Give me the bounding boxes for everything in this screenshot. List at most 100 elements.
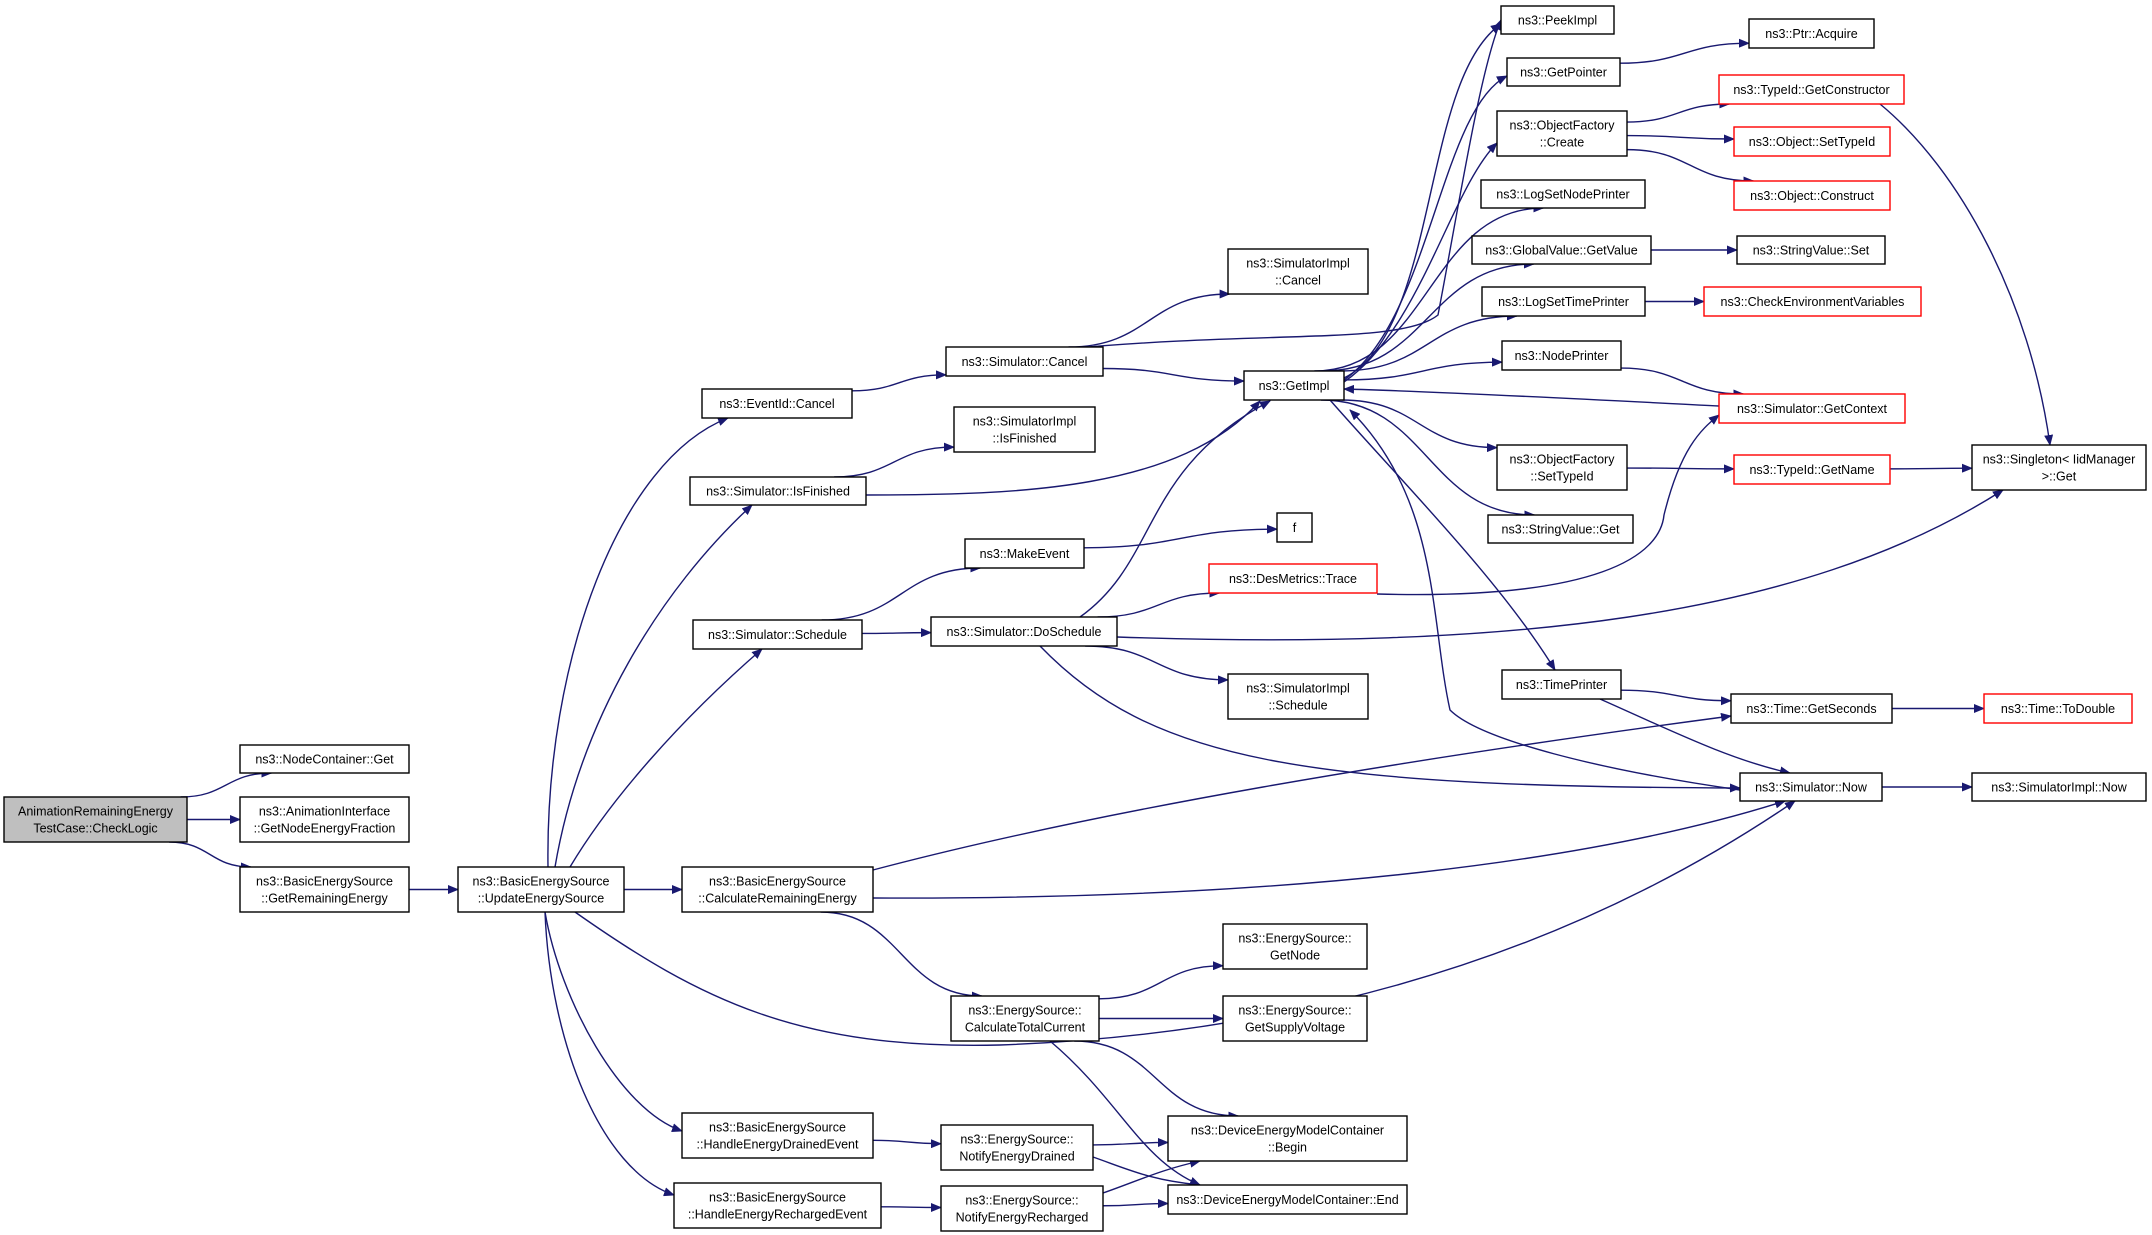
node-time-getseconds[interactable]: ns3::Time::GetSeconds	[1730, 693, 1893, 724]
node-sim-schedule[interactable]: ns3::Simulator::Schedule	[692, 619, 863, 650]
node-sim-now[interactable]: ns3::Simulator::Now	[1739, 772, 1883, 802]
node-label: GetNode	[1270, 949, 1320, 963]
node-sv-set[interactable]: ns3::StringValue::Set	[1736, 235, 1886, 265]
node-evid-cancel[interactable]: ns3::EventId::Cancel	[701, 388, 853, 419]
node-logsettimeprinter[interactable]: ns3::LogSetTimePrinter	[1481, 286, 1646, 317]
call-edge-es_ner-to-demc_begin	[1102, 1158, 1201, 1194]
node-checkenv[interactable]: ns3::CheckEnvironmentVariables	[1703, 286, 1922, 317]
node-simimpl-isfinished[interactable]: ns3::SimulatorImpl::IsFinished	[953, 406, 1096, 453]
node-getpointer[interactable]: ns3::GetPointer	[1506, 57, 1621, 87]
node-object-settypeid[interactable]: ns3::Object::SetTypeId	[1733, 126, 1891, 157]
node-es-gsv[interactable]: ns3::EnergySource::GetSupplyVoltage	[1222, 995, 1368, 1042]
node-time-todouble[interactable]: ns3::Time::ToDouble	[1983, 693, 2133, 724]
node-es-ned[interactable]: ns3::EnergySource::NotifyEnergyDrained	[940, 1124, 1094, 1171]
node-box	[681, 866, 874, 913]
call-edge-timeprinter-to-time_getseconds	[1620, 689, 1732, 706]
node-es-getnode[interactable]: ns3::EnergySource::GetNode	[1222, 923, 1368, 970]
node-es-ctc[interactable]: ns3::EnergySource::CalculateTotalCurrent	[950, 995, 1100, 1042]
node-box	[1496, 110, 1628, 157]
call-edge-root-to-nc_get	[180, 768, 273, 798]
node-label: ns3::PeekImpl	[1518, 14, 1597, 28]
call-edge-typeid_getconstructor-to-singleton_get	[1879, 103, 2054, 446]
node-simimpl-schedule[interactable]: ns3::SimulatorImpl::Schedule	[1227, 673, 1369, 720]
node-label: ns3::TypeId::GetName	[1749, 463, 1874, 477]
node-peekimpl[interactable]: ns3::PeekImpl	[1500, 5, 1615, 35]
node-nc-get[interactable]: ns3::NodeContainer::Get	[239, 744, 410, 774]
node-typeid-getname[interactable]: ns3::TypeId::GetName	[1733, 454, 1891, 485]
node-label: ns3::ObjectFactory	[1510, 119, 1616, 133]
node-label: ns3::TimePrinter	[1516, 678, 1607, 692]
node-label: ns3::BasicEnergySource	[709, 875, 846, 889]
node-sim-getcontext[interactable]: ns3::Simulator::GetContext	[1718, 393, 1906, 424]
node-ptr-acquire[interactable]: ns3::Ptr::Acquire	[1748, 18, 1875, 49]
node-bes-gre[interactable]: ns3::BasicEnergySource::GetRemainingEner…	[239, 866, 410, 913]
node-box	[1748, 18, 1875, 49]
node-bes-cre[interactable]: ns3::BasicEnergySource::CalculateRemaini…	[681, 866, 874, 913]
node-box	[692, 619, 863, 650]
node-gv-getvalue[interactable]: ns3::GlobalValue::GetValue	[1471, 235, 1652, 265]
node-sim-isfinished[interactable]: ns3::Simulator::IsFinished	[689, 476, 867, 506]
node-box	[1733, 454, 1891, 485]
node-f[interactable]: f	[1276, 512, 1313, 543]
node-label: >::Get	[2042, 470, 2077, 484]
call-edge-es_ctc-to-demc_begin	[1074, 1040, 1240, 1121]
node-bes-here[interactable]: ns3::BasicEnergySource::HandleEnergyRech…	[673, 1182, 882, 1229]
node-box	[1730, 693, 1893, 724]
node-box	[964, 538, 1085, 569]
node-demc-begin[interactable]: ns3::DeviceEnergyModelContainer::Begin	[1167, 1115, 1408, 1162]
node-label: ns3::NodeContainer::Get	[255, 753, 394, 767]
node-label: CalculateTotalCurrent	[965, 1021, 1086, 1035]
node-label: ns3::EventId::Cancel	[719, 397, 834, 411]
node-box	[1222, 923, 1368, 970]
node-bes-ues[interactable]: ns3::BasicEnergySource::UpdateEnergySour…	[457, 866, 625, 913]
call-edge-timeprinter-to-sim_now	[1599, 698, 1791, 776]
call-edge-es_ner-to-demc_end	[1102, 1199, 1169, 1209]
node-label: ns3::AnimationInterface	[259, 805, 390, 819]
node-label: NotifyEnergyDrained	[959, 1150, 1074, 1164]
node-makeevent[interactable]: ns3::MakeEvent	[964, 538, 1085, 569]
call-edge-sim_doschedule-to-sim_now	[1039, 645, 1741, 793]
node-label: ns3::EnergySource::	[960, 1133, 1073, 1147]
node-demc-end[interactable]: ns3::DeviceEnergyModelContainer::End	[1167, 1184, 1408, 1215]
call-edge-sim_cancel-to-simimpl_cancel	[1068, 289, 1231, 348]
call-edge-bes_hede-to-es_ned	[872, 1139, 942, 1149]
node-getimpl[interactable]: ns3::GetImpl	[1243, 370, 1345, 401]
node-box	[1480, 179, 1646, 209]
node-desmetrics-trace[interactable]: ns3::DesMetrics::Trace	[1208, 563, 1378, 594]
node-of-settypeid[interactable]: ns3::ObjectFactory::SetTypeId	[1496, 444, 1628, 491]
node-simimpl-now[interactable]: ns3::SimulatorImpl::Now	[1971, 772, 2147, 802]
node-singleton-get[interactable]: ns3::Singleton< IidManager>::Get	[1971, 444, 2147, 491]
call-edge-sim_doschedule-to-simimpl_schedule	[1085, 645, 1229, 685]
node-timeprinter[interactable]: ns3::TimePrinter	[1501, 669, 1622, 700]
node-nodeprinter[interactable]: ns3::NodePrinter	[1501, 340, 1622, 371]
node-simimpl-cancel[interactable]: ns3::SimulatorImpl::Cancel	[1227, 248, 1369, 295]
node-logsetnodeprinter[interactable]: ns3::LogSetNodePrinter	[1480, 179, 1646, 209]
node-of-create[interactable]: ns3::ObjectFactory::Create	[1496, 110, 1628, 157]
node-box	[1496, 444, 1628, 491]
node-sim-cancel[interactable]: ns3::Simulator::Cancel	[945, 346, 1104, 377]
node-box	[1500, 5, 1615, 35]
node-sv-get[interactable]: ns3::StringValue::Get	[1487, 514, 1634, 544]
call-edge-evid_cancel-to-sim_cancel	[851, 370, 947, 392]
node-box	[1739, 772, 1883, 802]
node-label: ::Cancel	[1275, 274, 1321, 288]
node-anim-gnef[interactable]: ns3::AnimationInterface::GetNodeEnergyFr…	[239, 796, 410, 843]
node-bes-hede[interactable]: ns3::BasicEnergySource::HandleEnergyDrai…	[681, 1112, 874, 1159]
node-label: ns3::Simulator::IsFinished	[706, 485, 850, 499]
node-label: ::IsFinished	[993, 432, 1057, 446]
call-edge-getimpl-to-peekimpl	[1343, 23, 1502, 379]
node-box	[689, 476, 867, 506]
node-typeid-getconstructor[interactable]: ns3::TypeId::GetConstructor	[1718, 74, 1905, 105]
node-label: ns3::BasicEnergySource	[709, 1191, 846, 1205]
call-edge-bes_ues-to-evid_cancel	[547, 417, 729, 868]
node-es-ner[interactable]: ns3::EnergySource::NotifyEnergyRecharged	[940, 1185, 1104, 1232]
node-layer: AnimationRemainingEnergyTestCase::CheckL…	[3, 5, 2147, 1232]
node-box	[953, 406, 1096, 453]
call-edge-sim_doschedule-to-singleton_get	[1116, 489, 2004, 641]
node-root[interactable]: AnimationRemainingEnergyTestCase::CheckL…	[3, 796, 188, 843]
node-sim-doschedule[interactable]: ns3::Simulator::DoSchedule	[930, 616, 1118, 647]
node-object-construct[interactable]: ns3::Object::Construct	[1733, 180, 1891, 211]
call-edge-sim_isfinished-to-getimpl	[865, 400, 1261, 496]
call-edge-sim_schedule-to-makeevent	[821, 563, 982, 621]
